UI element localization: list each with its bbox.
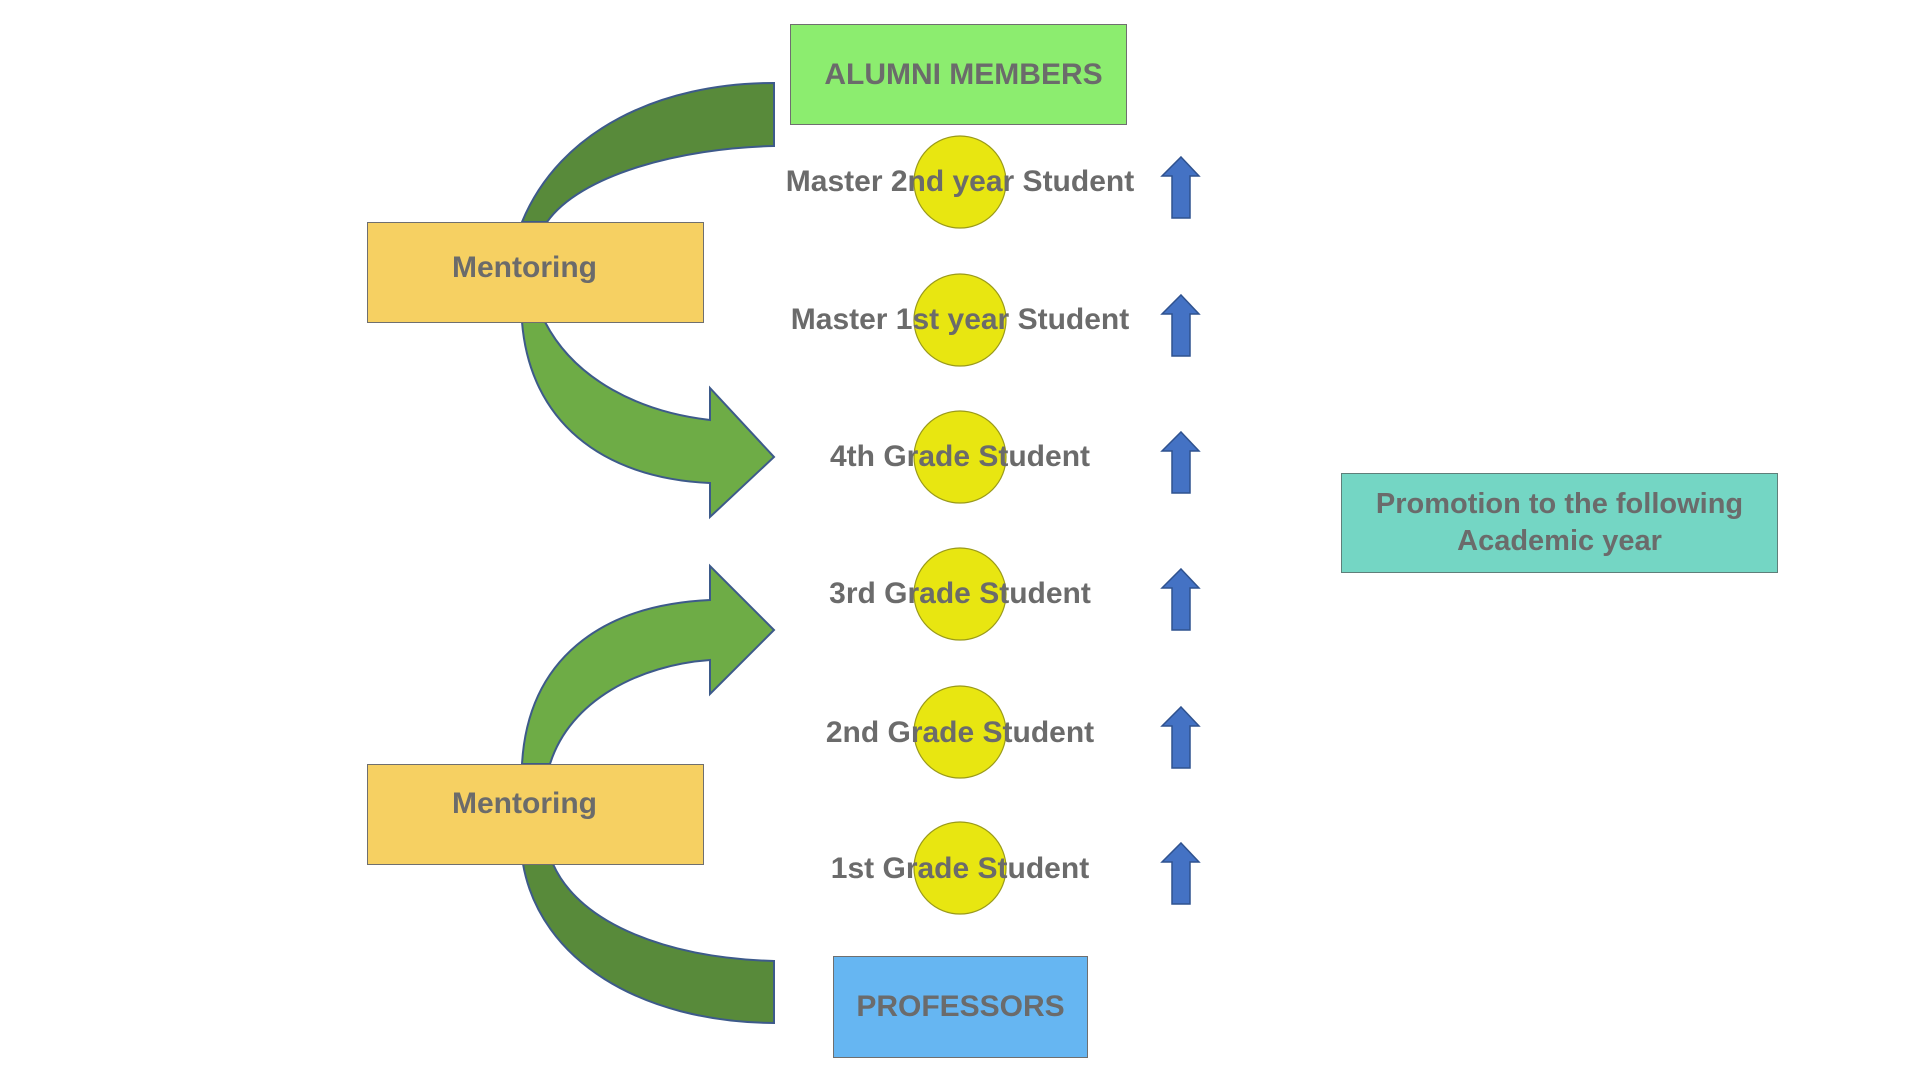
professors-node: PROFESSORS: [833, 956, 1088, 1058]
promotion-up-arrow-icon: [1160, 293, 1201, 357]
alumni-members-label: ALUMNI MEMBERS: [824, 57, 1103, 91]
mentoring-box-bottom: Mentoring: [367, 764, 704, 865]
alumni-members-node: ALUMNI MEMBERS: [790, 24, 1127, 125]
promotion-up-arrow-icon: [1160, 841, 1201, 905]
mentoring-label-top: Mentoring: [452, 251, 597, 284]
student-label-master-2nd: Master 2nd year Student: [785, 165, 1135, 198]
student-label-3rd-grade: 3rd Grade Student: [829, 577, 1091, 610]
professors-label: PROFESSORS: [856, 990, 1065, 1023]
mentoring-arrow-to-3rd-grade: [520, 563, 776, 765]
promotion-note: Promotion to the following Academic year: [1341, 473, 1778, 573]
student-label-1st-grade: 1st Grade Student: [830, 852, 1090, 885]
student-circle: [913, 273, 1007, 367]
student-label-2nd-grade: 2nd Grade Student: [825, 716, 1095, 749]
student-label-4th-grade: 4th Grade Student: [829, 440, 1091, 473]
mentoring-arc-bottom: [521, 863, 775, 1025]
student-circle: [913, 547, 1007, 641]
promotion-up-arrow-icon: [1160, 430, 1201, 494]
mentoring-label-bottom: Mentoring: [452, 787, 597, 820]
mentoring-box-top: Mentoring: [367, 222, 704, 323]
student-circle: [913, 135, 1007, 229]
mentoring-arrow-to-4th-grade: [520, 321, 776, 520]
student-circle: [913, 685, 1007, 779]
student-circle: [913, 410, 1007, 504]
student-circle: [913, 821, 1007, 915]
promotion-up-arrow-icon: [1160, 155, 1201, 219]
promotion-up-arrow-icon: [1160, 567, 1201, 631]
promotion-label: Promotion to the following Academic year: [1375, 488, 1744, 557]
mentoring-arc-top: [520, 81, 775, 223]
student-label-master-1st: Master 1st year Student: [790, 303, 1130, 336]
promotion-up-arrow-icon: [1160, 705, 1201, 769]
